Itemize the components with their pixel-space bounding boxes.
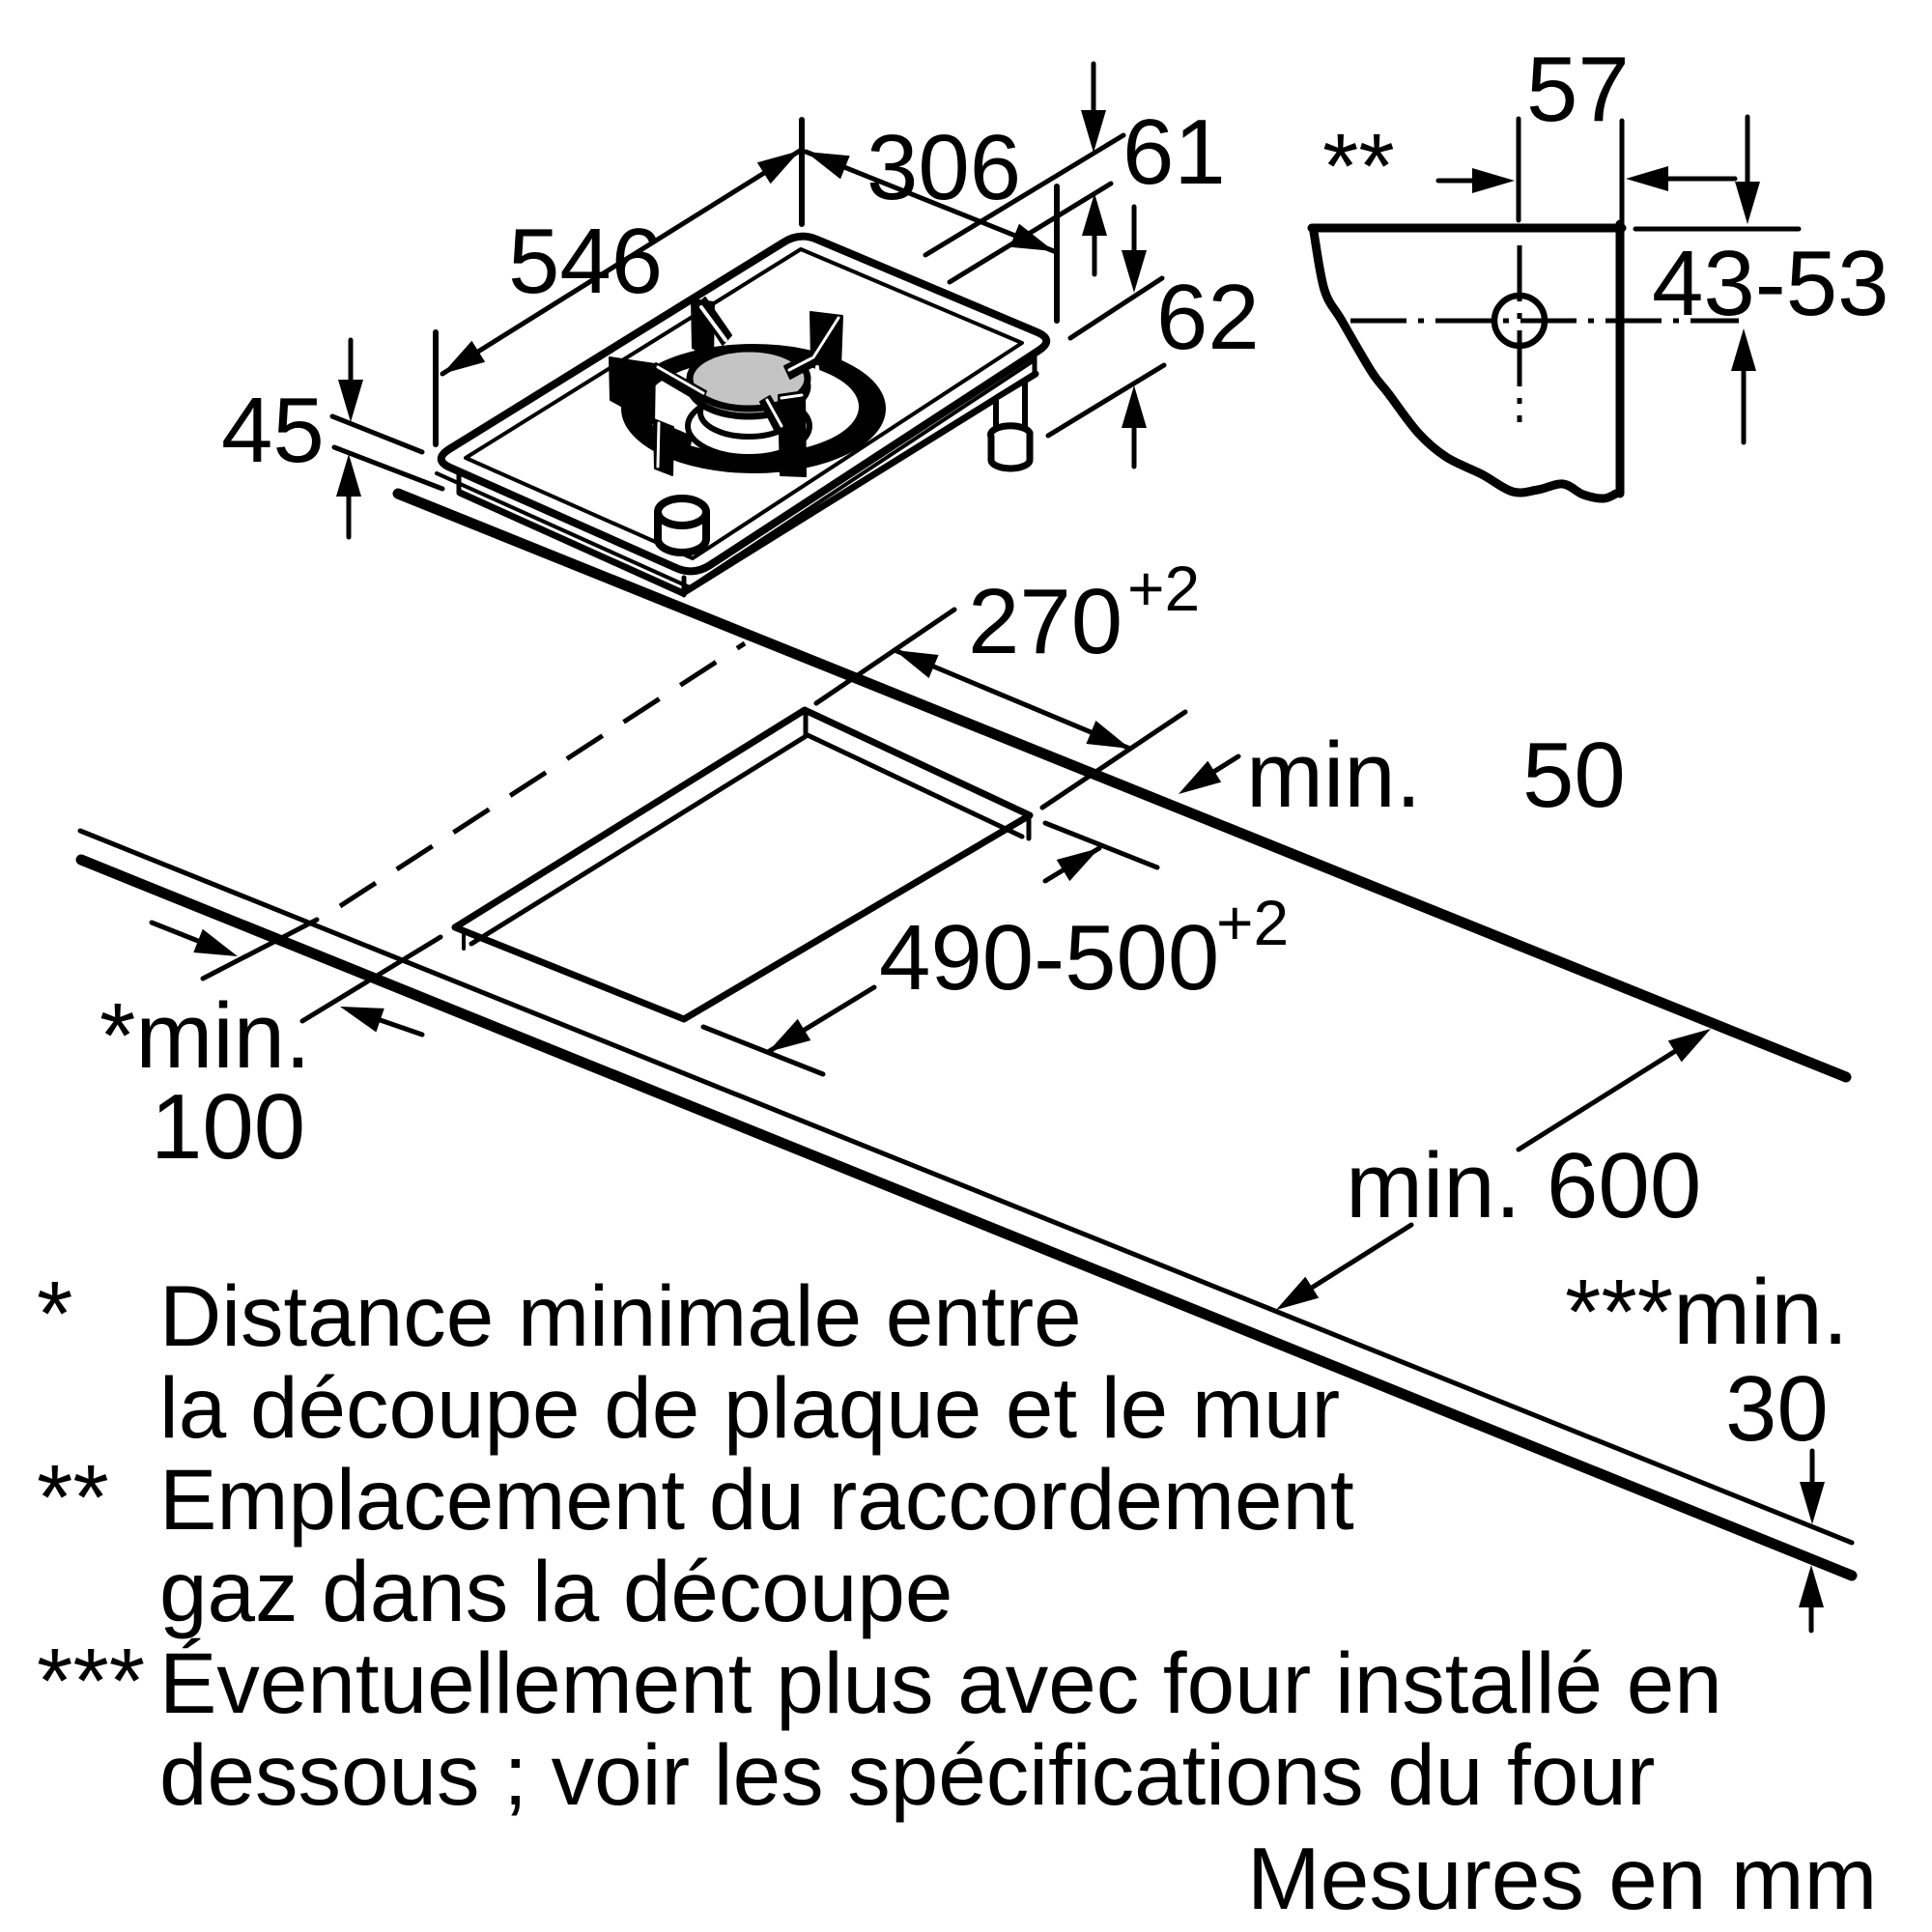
svg-text:Distance minimale entre: Distance minimale entre <box>159 1267 1082 1364</box>
svg-text:306: 306 <box>867 116 1021 219</box>
svg-text:Éventuellement plus avec four: Éventuellement plus avec four installé e… <box>159 1634 1722 1731</box>
svg-text:45: 45 <box>221 379 325 482</box>
svg-text:Mesures en mm: Mesures en mm <box>1247 1831 1877 1928</box>
svg-text:50: 50 <box>1522 724 1626 827</box>
svg-text:61: 61 <box>1122 100 1226 204</box>
svg-text:**: ** <box>37 1446 109 1549</box>
svg-text:62: 62 <box>1156 266 1260 369</box>
svg-text:490-500: 490-500 <box>879 906 1219 1009</box>
svg-text:43-53: 43-53 <box>1652 232 1889 335</box>
svg-text:Emplacement du raccordement: Emplacement du raccordement <box>159 1451 1354 1548</box>
svg-text:gaz dans la découpe: gaz dans la découpe <box>159 1543 952 1639</box>
svg-text:min. 600: min. 600 <box>1346 1134 1701 1237</box>
svg-text:la découpe de plaque et le mur: la découpe de plaque et le mur <box>159 1359 1340 1456</box>
svg-text:*min.: *min. <box>99 984 311 1088</box>
svg-text:100: 100 <box>151 1075 305 1179</box>
svg-text:**: ** <box>1322 115 1395 218</box>
svg-text:546: 546 <box>508 210 663 313</box>
svg-text:dessous ; voir les spécificati: dessous ; voir les spécifications du fou… <box>159 1726 1655 1823</box>
svg-text:30: 30 <box>1725 1357 1829 1461</box>
svg-text:+2: +2 <box>1127 553 1200 624</box>
svg-text:270: 270 <box>968 570 1122 673</box>
svg-text:***: *** <box>37 1630 145 1733</box>
svg-text:***min.: ***min. <box>1565 1261 1848 1364</box>
svg-text:57: 57 <box>1526 38 1630 141</box>
svg-text:min.: min. <box>1246 724 1421 827</box>
svg-text:*: * <box>37 1263 72 1366</box>
svg-text:+2: +2 <box>1216 887 1289 958</box>
